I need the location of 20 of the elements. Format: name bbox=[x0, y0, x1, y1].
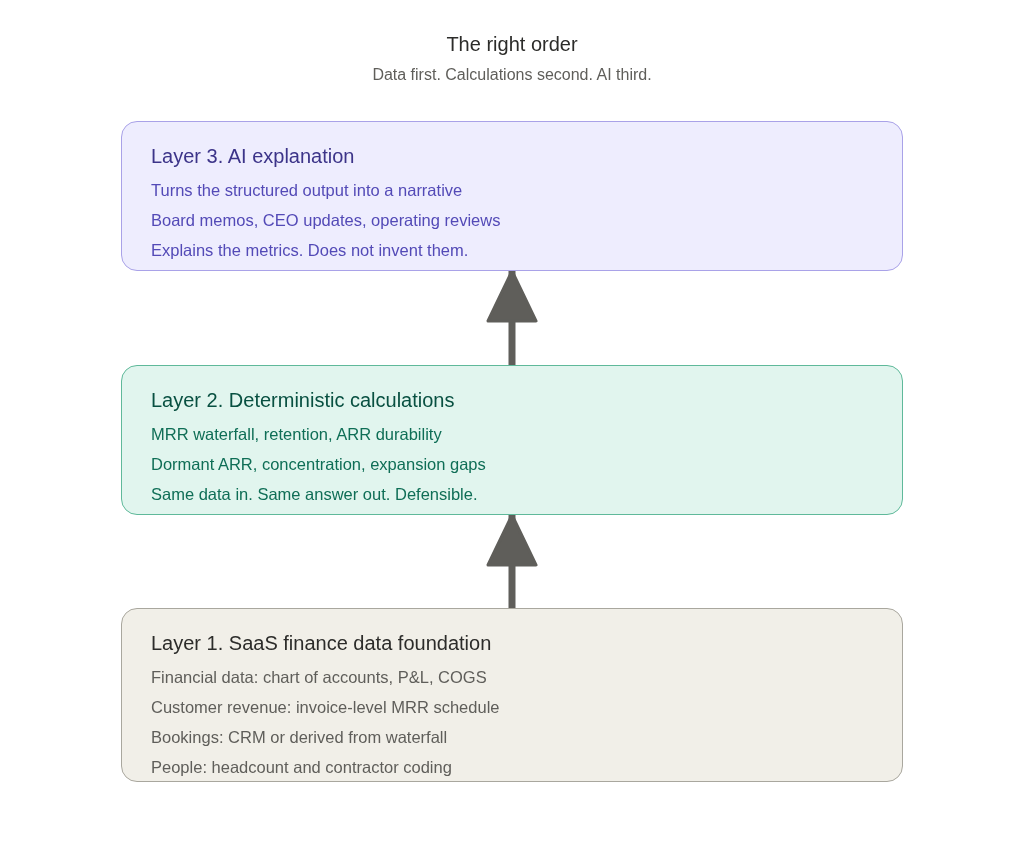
arrow bbox=[486, 513, 538, 608]
layer-box bbox=[121, 365, 903, 515]
layer-description: Board memos, CEO updates, operating reviews bbox=[151, 210, 501, 231]
layer-description: Explains the metrics. Does not invent them. bbox=[151, 240, 469, 261]
layer-box bbox=[121, 608, 903, 782]
layer-heading: Layer 1. SaaS finance data foundation bbox=[151, 631, 492, 655]
diagram-subtitle: Data first. Calculations second. AI third. bbox=[372, 65, 652, 85]
layer-description: Customer revenue: invoice-level MRR schedule bbox=[151, 697, 500, 718]
layer-heading: Layer 2. Deterministic calculations bbox=[151, 388, 455, 412]
layer-description: Bookings: CRM or derived from waterfall bbox=[151, 727, 448, 748]
layer-description: People: headcount and contractor coding bbox=[151, 757, 452, 778]
layer-box bbox=[121, 121, 903, 271]
layer-description: Same data in. Same answer out. Defensible. bbox=[151, 484, 478, 505]
layer-description: Dormant ARR, concentration, expansion gaps bbox=[151, 454, 486, 475]
layer-description: MRR waterfall, retention, ARR durability bbox=[151, 424, 442, 445]
layer-description: Turns the structured output into a narrative bbox=[151, 180, 463, 201]
diagram-title: The right order bbox=[446, 32, 578, 57]
arrow bbox=[486, 269, 538, 365]
layer-heading: Layer 3. AI explanation bbox=[151, 144, 355, 168]
layer-description: Financial data: chart of accounts, P&L, COGS bbox=[151, 667, 487, 688]
